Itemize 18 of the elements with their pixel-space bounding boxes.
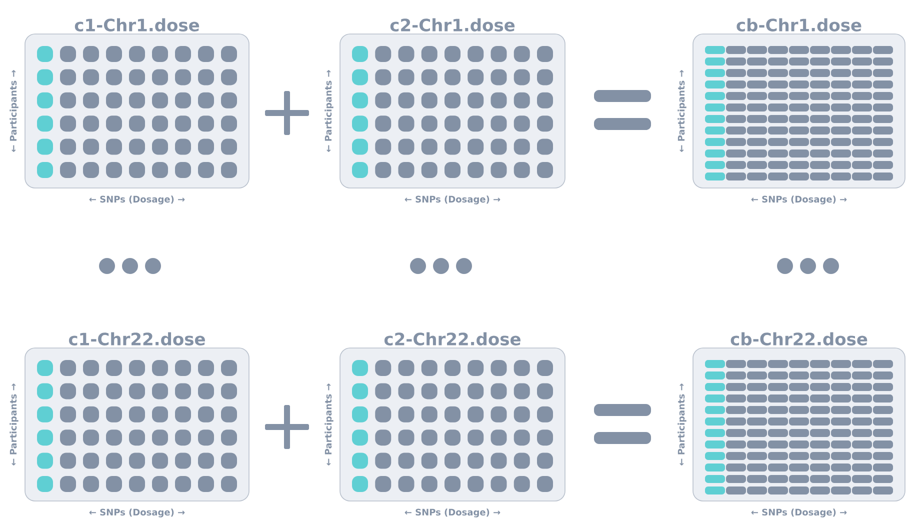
panel-title: cb-Chr1.dose xyxy=(736,18,862,32)
axis-label: ← Participants → xyxy=(10,70,18,152)
axis-label: ← Participants → xyxy=(324,384,334,466)
axis-label: ← Participants → xyxy=(10,384,18,466)
panel-title: c1-Chr1.dose xyxy=(74,18,200,32)
axis-label: ← SNPs (Dosage) → xyxy=(89,196,185,204)
axis-label: ← SNPs (Dosage) → xyxy=(751,508,847,518)
panel-title: c2-Chr1.dose xyxy=(390,18,515,32)
axis-label: ← SNPs (Dosage) → xyxy=(404,508,500,518)
axis-label: ← Participants → xyxy=(678,384,686,466)
axis-label: ← SNPs (Dosage) → xyxy=(89,508,185,518)
panel-title: cb-Chr22.dose xyxy=(730,332,868,346)
axis-label: ← SNPs (Dosage) → xyxy=(404,196,500,204)
axis-label: ← SNPs (Dosage) → xyxy=(751,196,847,204)
axis-label: ← Participants → xyxy=(324,70,334,152)
axis-label: ← Participants → xyxy=(678,70,686,152)
panel-title: c1-Chr22.dose xyxy=(68,332,205,346)
panel-title: c2-Chr22.dose xyxy=(384,332,520,346)
